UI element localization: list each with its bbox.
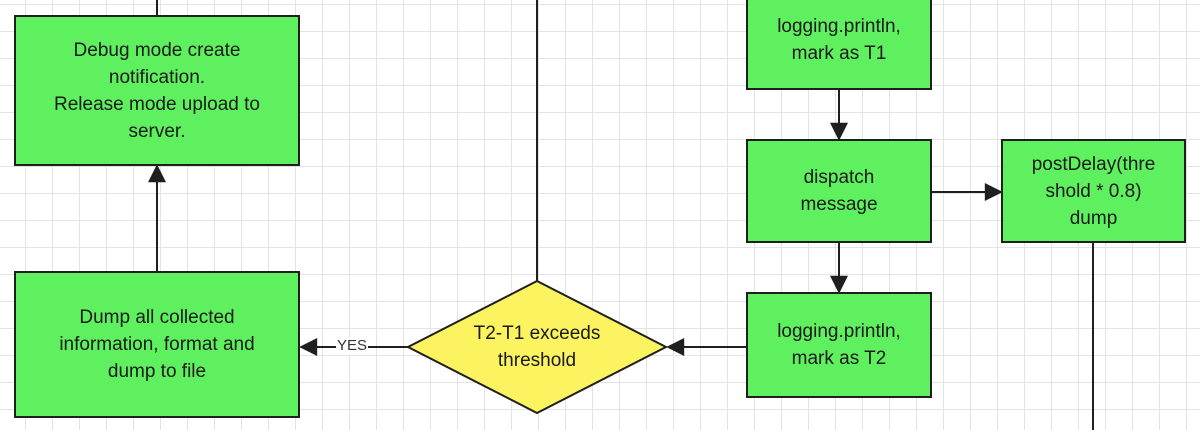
debug-release-box: Debug mode create notification. Release … (14, 15, 300, 166)
mark-t1-box: logging.println, mark as T1 (746, 0, 932, 90)
dispatch-message-box: dispatch message (746, 139, 932, 243)
dump-all-box: Dump all collected information, format a… (14, 271, 300, 418)
decision-label: T2-T1 exceeds threshold (473, 323, 601, 371)
mark-t2-box: logging.println, mark as T2 (746, 292, 932, 398)
decision-diamond (405, 279, 669, 415)
yes-label: YES (336, 337, 369, 354)
post-delay-box: postDelay(thre shold * 0.8) dump (1001, 139, 1186, 243)
